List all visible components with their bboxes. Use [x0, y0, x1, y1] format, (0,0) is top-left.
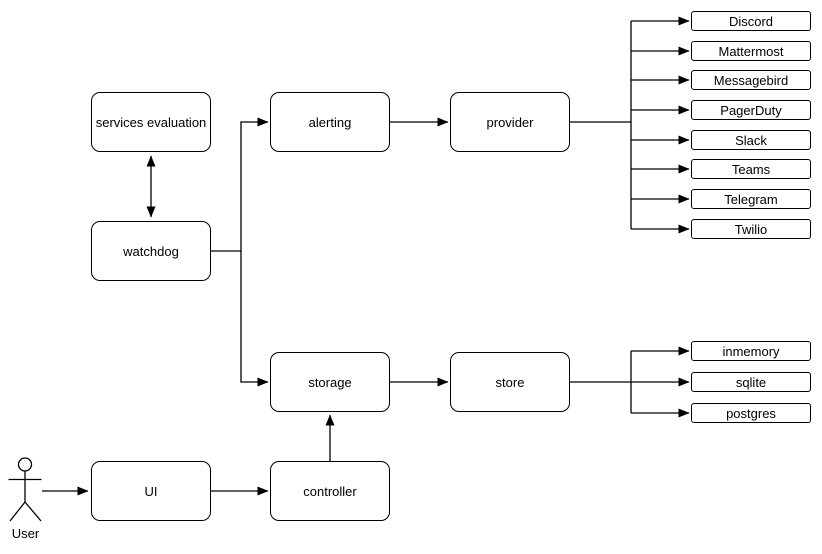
node-alerting: alerting: [270, 92, 390, 152]
node-storage: storage: [270, 352, 390, 412]
provider-item-twilio: Twilio: [691, 219, 811, 239]
provider-item-slack: Slack: [691, 130, 811, 150]
store-item-sqlite: sqlite: [691, 372, 811, 392]
node-watchdog: watchdog: [91, 221, 211, 281]
provider-item-mattermost: Mattermost: [691, 41, 811, 61]
node-provider: provider: [450, 92, 570, 152]
node-store: store: [450, 352, 570, 412]
provider-item-discord: Discord: [691, 11, 811, 31]
node-services-evaluation: services evaluation: [91, 92, 211, 152]
user-actor-icon: [8, 457, 42, 522]
user-actor-label: User: [11, 526, 40, 541]
node-controller: controller: [270, 461, 390, 521]
provider-item-teams: Teams: [691, 159, 811, 179]
edge-watchdog-storage: [240, 251, 269, 387]
provider-item-telegram: Telegram: [691, 189, 811, 209]
edge-watchdog-alerting: [211, 117, 269, 252]
provider-item-pagerduty: PagerDuty: [691, 100, 811, 120]
store-item-inmemory: inmemory: [691, 341, 811, 361]
store-item-postgres: postgres: [691, 403, 811, 423]
node-ui: UI: [91, 461, 211, 521]
provider-item-messagebird: Messagebird: [691, 70, 811, 90]
